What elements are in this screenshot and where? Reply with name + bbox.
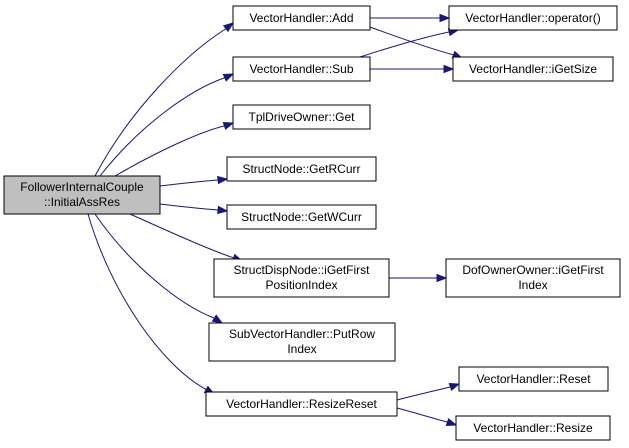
edge-line: [114, 125, 225, 177]
edge-arrowhead: [448, 382, 461, 392]
edge-arrowhead: [222, 121, 235, 131]
node-label-line-1: DofOwnerOwner::iGetFirst: [462, 263, 604, 277]
node-vectorhandler-add[interactable]: VectorHandler::Add: [232, 5, 371, 31]
node-structdispnode-igetfirst-positionindex[interactable]: StructDispNode::iGetFirst PositionIndex: [213, 258, 390, 298]
edge-root-to-sub: [99, 73, 235, 177]
edge-dispnode-to-dofowner: [389, 273, 448, 283]
edge-arrowhead: [443, 64, 455, 74]
edge-root-to-getrcurr: [159, 175, 229, 187]
node-structnode-getrcurr[interactable]: StructNode::GetRCurr: [226, 156, 377, 182]
node-follower-internal-couple-initial-ass-res[interactable]: FollowerInternalCouple ::InitialAssRes: [3, 175, 161, 215]
edge-line: [94, 29, 225, 177]
edge-sub-to-getsize: [370, 64, 455, 74]
edge-arrowhead: [222, 73, 235, 82]
node-label-line-2: ::InitialAssRes: [44, 195, 120, 209]
node-label: VectorHandler::Resize: [473, 421, 593, 435]
node-label: VectorHandler::operator(): [465, 11, 600, 25]
edges-layer: [87, 13, 464, 427]
edge-line: [359, 31, 450, 58]
node-subvectorhandler-putrow-index[interactable]: SubVectorHandler::PutRow Index: [208, 322, 396, 362]
node-label: StructNode::GetRCurr: [242, 162, 360, 176]
node-vectorhandler-igetsize[interactable]: VectorHandler::iGetSize: [452, 56, 614, 82]
edge-line: [129, 213, 235, 259]
node-tpldriveowner-get[interactable]: TplDriveOwner::Get: [232, 104, 371, 130]
edge-add-to-opcall: [370, 13, 451, 23]
node-label: TplDriveOwner::Get: [248, 110, 355, 124]
node-vectorhandler-resize[interactable]: VectorHandler::Resize: [455, 415, 611, 441]
node-label-line-2: Index: [518, 278, 547, 292]
node-vectorhandler-sub[interactable]: VectorHandler::Sub: [232, 56, 371, 82]
edge-root-to-dispnode: [129, 213, 244, 262]
edge-line: [159, 179, 219, 187]
edge-line: [159, 203, 219, 211]
node-dofownerowner-igetfirst-index[interactable]: DofOwnerOwner::iGetFirst Index: [445, 258, 621, 298]
edge-root-to-resizereset: [87, 213, 216, 395]
edge-line: [87, 213, 208, 391]
edge-line: [396, 386, 451, 401]
edge-arrowhead: [436, 273, 448, 283]
edge-line: [99, 77, 225, 177]
node-label: VectorHandler::iGetSize: [469, 62, 597, 76]
node-label: VectorHandler::Sub: [249, 62, 353, 76]
edge-root-to-putrow: [94, 213, 224, 324]
node-label: VectorHandler::ResizeReset: [226, 397, 377, 411]
node-label: StructNode::GetWCurr: [241, 210, 362, 224]
node-label-line-1: SubVectorHandler::PutRow: [229, 327, 375, 341]
edge-sub-to-opcall: [359, 27, 460, 58]
node-vectorhandler-resizereset[interactable]: VectorHandler::ResizeReset: [205, 391, 398, 417]
node-label: VectorHandler::Add: [249, 11, 353, 25]
edge-arrowhead: [217, 205, 229, 215]
edge-line: [396, 407, 448, 423]
node-label-line-1: StructDispNode::iGetFirst: [233, 263, 370, 277]
node-structnode-getwcurr[interactable]: StructNode::GetWCurr: [226, 204, 377, 230]
edge-resizereset-to-reset: [396, 382, 461, 401]
edge-root-to-tplget: [114, 121, 235, 177]
edge-arrowhead: [222, 22, 235, 33]
node-label-line-2: PositionIndex: [265, 278, 337, 292]
edge-line: [369, 26, 455, 56]
node-vectorhandler-reset[interactable]: VectorHandler::Reset: [458, 366, 609, 392]
node-label-line-2: Index: [287, 342, 316, 356]
edge-root-to-add: [94, 22, 235, 177]
edge-arrowhead: [211, 314, 224, 324]
edge-add-to-getsize: [369, 26, 464, 59]
edge-arrowhead: [445, 417, 458, 427]
edge-line: [94, 213, 215, 319]
node-label: VectorHandler::Reset: [476, 372, 591, 386]
edge-arrowhead: [217, 175, 229, 185]
edge-arrowhead: [439, 13, 451, 23]
edge-root-to-getwcurr: [159, 203, 229, 215]
edge-resizereset-to-resize: [396, 407, 458, 427]
node-label-line-1: FollowerInternalCouple: [20, 180, 144, 194]
node-vectorhandler-operator-call[interactable]: VectorHandler::operator(): [448, 5, 618, 31]
